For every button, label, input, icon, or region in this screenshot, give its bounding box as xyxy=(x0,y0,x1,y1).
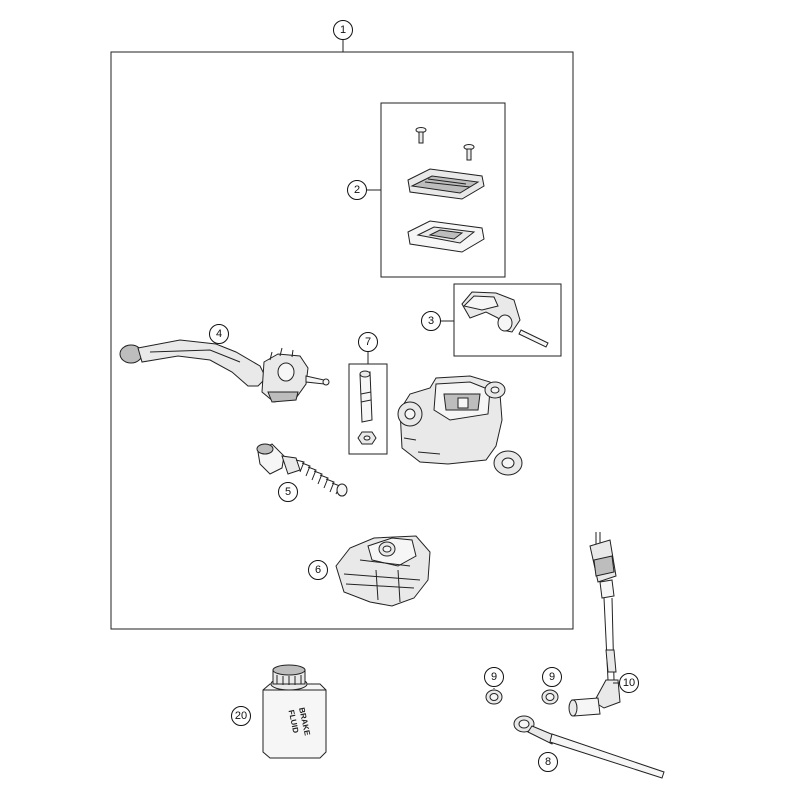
svg-text:10: 10 xyxy=(623,677,635,689)
callout-2: 2 xyxy=(347,180,367,200)
brake-lever xyxy=(119,339,330,403)
callout-20: 20 xyxy=(231,706,251,726)
brake-light-switch xyxy=(568,532,621,717)
svg-text:3: 3 xyxy=(428,315,434,327)
svg-text:9: 9 xyxy=(491,671,497,683)
brake-fluid-bottle xyxy=(262,664,327,759)
svg-text:20: 20 xyxy=(235,710,247,722)
protective-cover xyxy=(335,535,431,607)
callout-8: 8 xyxy=(538,752,558,772)
reservoir-cover-kit xyxy=(407,127,485,253)
svg-text:6: 6 xyxy=(315,564,321,576)
brake-line xyxy=(513,715,665,779)
svg-text:1: 1 xyxy=(340,24,346,36)
pivot-pin-nut xyxy=(357,370,377,445)
callout-3: 3 xyxy=(421,311,441,331)
callout-10: 10 xyxy=(619,673,639,693)
handlebar-clamp xyxy=(461,291,549,348)
callout-6: 6 xyxy=(308,560,328,580)
svg-text:5: 5 xyxy=(285,486,291,498)
callout-9-right: 9 xyxy=(542,667,562,687)
svg-text:7: 7 xyxy=(365,336,371,348)
clamp-kit-box xyxy=(453,283,562,357)
svg-text:4: 4 xyxy=(216,328,222,340)
callout-7: 7 xyxy=(358,332,378,352)
svg-text:9: 9 xyxy=(549,671,555,683)
sealing-ring-left xyxy=(485,689,503,705)
callout-9-left: 9 xyxy=(484,667,504,687)
svg-text:2: 2 xyxy=(354,184,360,196)
callout-1: 1 xyxy=(333,20,353,40)
assembly-frame xyxy=(110,51,574,630)
sealing-ring-right xyxy=(541,689,559,705)
svg-text:8: 8 xyxy=(545,756,551,768)
piston-spring-kit xyxy=(256,443,348,497)
master-cylinder-body xyxy=(397,375,523,476)
callout-5: 5 xyxy=(278,482,298,502)
callout-4: 4 xyxy=(209,324,229,344)
